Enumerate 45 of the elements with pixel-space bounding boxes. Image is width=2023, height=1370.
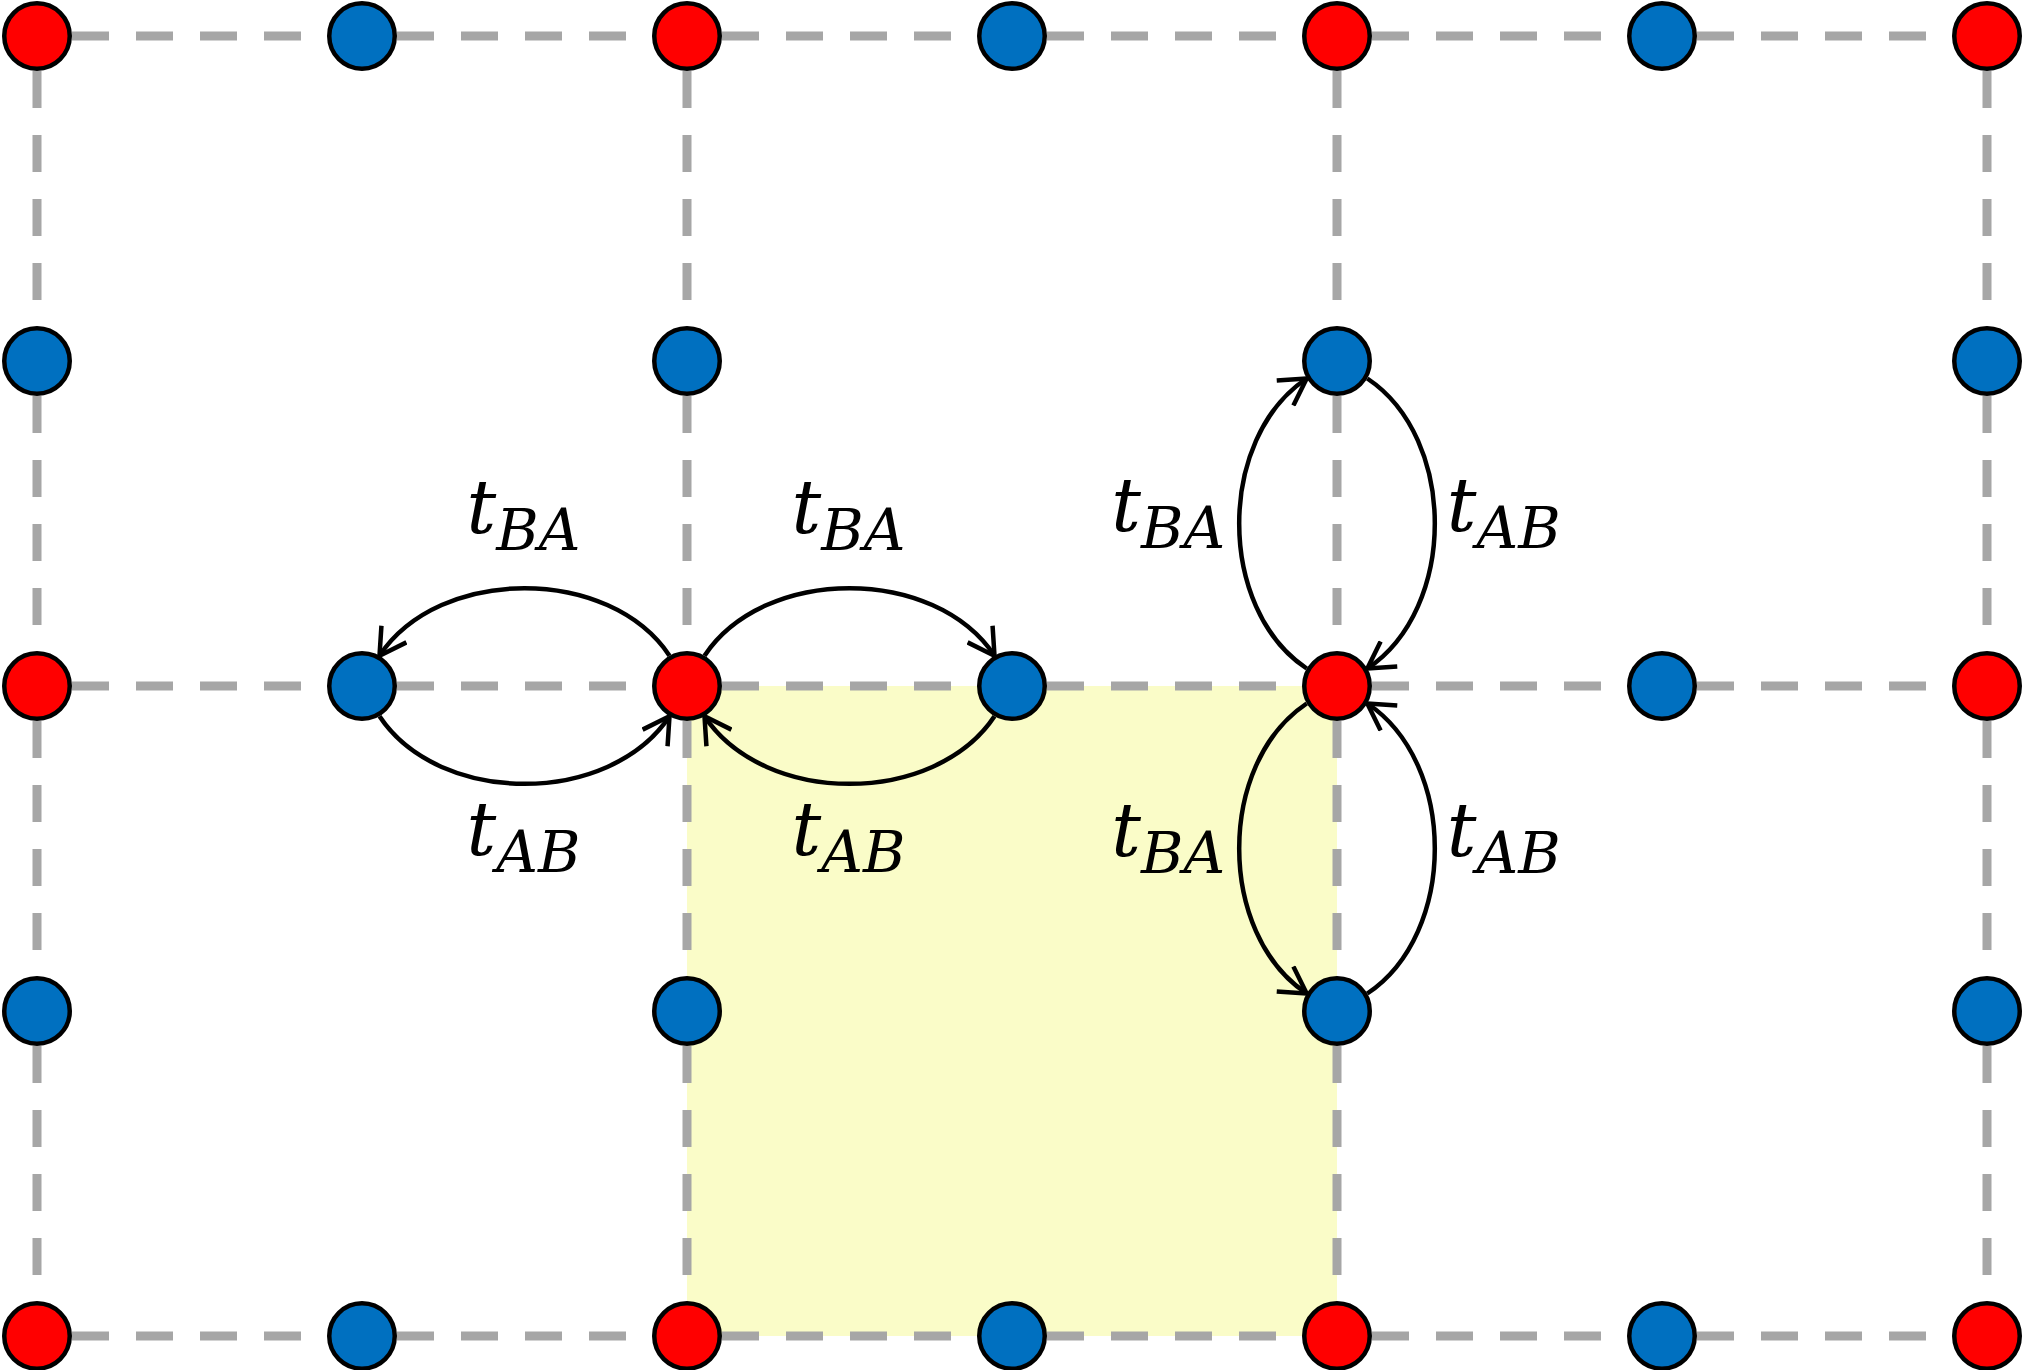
lattice-site <box>1952 651 2022 721</box>
lattice-site <box>1302 651 1372 721</box>
lattice-site <box>2 326 72 396</box>
lattice-site <box>327 1301 397 1370</box>
edge-label: t$_{BA}$ <box>1110 466 1227 565</box>
lattice-site <box>652 1301 722 1370</box>
lattice-site <box>327 651 397 721</box>
curved-arrow <box>1365 376 1437 671</box>
edge-label: t$_{BA}$ <box>1110 791 1227 890</box>
lattice-site <box>1952 326 2022 396</box>
lattice-site <box>1627 1 1697 71</box>
lattice-site <box>977 1301 1047 1370</box>
lattice-site <box>1627 1301 1697 1370</box>
lattice-site <box>1302 326 1372 396</box>
edge-label: t$_{AB}$ <box>790 789 907 889</box>
lattice-site <box>977 651 1047 721</box>
curved-arrow <box>377 714 672 786</box>
curved-arrow <box>1237 701 1309 996</box>
lattice-site <box>2 976 72 1046</box>
lattice-site <box>1627 651 1697 721</box>
lattice-site <box>2 1301 72 1370</box>
lattice-site <box>652 326 722 396</box>
curved-arrow <box>702 586 997 658</box>
lattice-site <box>2 651 72 721</box>
lattice-site <box>652 976 722 1046</box>
lattice-site <box>1952 976 2022 1046</box>
edge-label: t$_{AB}$ <box>1445 466 1562 565</box>
curved-arrow <box>1365 701 1437 996</box>
curved-arrow <box>377 586 672 658</box>
edge-label: t$_{BA}$ <box>465 468 582 567</box>
lattice-site <box>1302 1 1372 71</box>
edge-label: t$_{BA}$ <box>790 468 907 567</box>
lattice-site <box>1302 976 1372 1046</box>
lattice-site <box>327 1 397 71</box>
edge-label: t$_{AB}$ <box>465 789 582 889</box>
curved-arrow <box>702 714 997 786</box>
lattice-site <box>2 1 72 71</box>
lattice-site <box>652 1 722 71</box>
edge-label: t$_{AB}$ <box>1445 791 1562 890</box>
lattice-site <box>1952 1 2022 71</box>
lattice-site <box>1302 1301 1372 1370</box>
lattice-site <box>652 651 722 721</box>
lattice-site <box>977 1 1047 71</box>
curved-arrow <box>1237 376 1309 671</box>
lattice-site <box>1952 1301 2022 1370</box>
